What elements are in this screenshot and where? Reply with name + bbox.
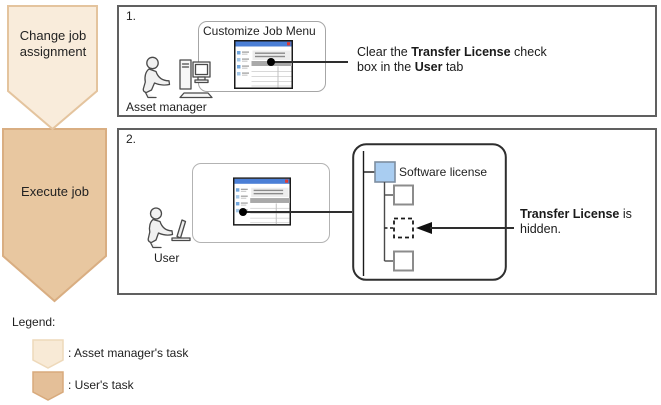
task-arrow-change-job-label: Change job assignment <box>19 28 87 59</box>
window-callout-step2 <box>192 163 330 243</box>
leader-line-step1 <box>271 61 348 63</box>
annotation-arrow-line <box>430 227 514 229</box>
legend-swatch-asset-manager <box>32 339 64 369</box>
step-1-number: 1. <box>126 9 137 23</box>
license-tree-panel <box>352 143 507 281</box>
hidden-license-node <box>393 217 414 239</box>
legend-item-label: : User's task <box>68 378 134 392</box>
step-2-number: 2. <box>126 132 137 146</box>
license-node <box>393 250 414 272</box>
legend-item-label: : Asset manager's task <box>68 346 189 360</box>
annotation-step1: Clear the Transfer License check box in … <box>357 45 547 74</box>
task-arrow-execute-job <box>2 128 107 303</box>
arrowhead-icon <box>416 222 432 234</box>
callout-dot-step2 <box>239 208 247 216</box>
user-at-computer-icon <box>147 207 191 249</box>
window-title: Customize Job Menu <box>203 24 316 38</box>
legend-title: Legend: <box>12 315 56 329</box>
actor-label-asset-manager: Asset manager <box>126 100 207 114</box>
task-arrow-execute-job-label: Execute job <box>21 184 89 199</box>
connector-line-step2 <box>243 211 352 213</box>
annotation-step2: Transfer License is hidden. <box>520 207 632 236</box>
software-license-node <box>374 161 396 183</box>
license-node <box>393 184 414 206</box>
callout-dot-step1 <box>267 58 275 66</box>
app-window-mockup-step2 <box>233 177 291 226</box>
actor-label-user: User <box>154 251 180 265</box>
legend-swatch-user <box>32 371 64 401</box>
tree-root-label: Software license <box>399 165 488 179</box>
task-arrow-change-job-assignment <box>7 5 98 131</box>
app-window-mockup-step1 <box>234 40 293 89</box>
asset-manager-at-computer-icon <box>142 56 213 99</box>
sidebar-list-glyph <box>237 51 249 76</box>
